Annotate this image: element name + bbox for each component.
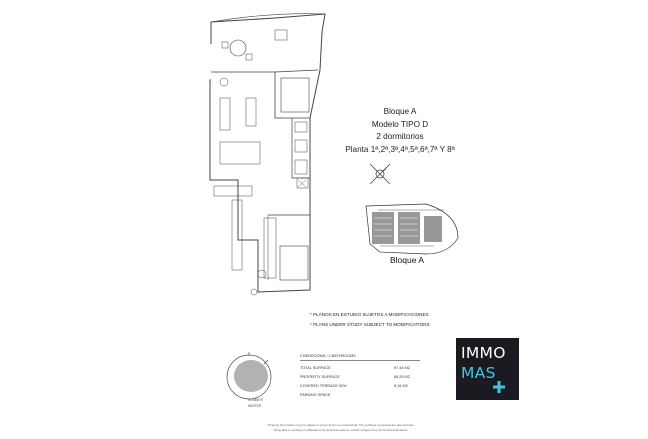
summary-label: TOTAL SURFACE [300,366,331,370]
summary-row: TOTAL SURFACE 97.44 M2 [300,366,420,370]
summary-value [394,393,420,397]
summary-label: PARKING SPACE [300,393,331,397]
summary-label: PROPERTY SURFACE [300,375,340,379]
compass-icon [369,163,391,185]
logo-line-1: IMMO [461,344,506,362]
title-line-2: Modelo TIPO D [371,119,429,129]
site-plan-label: Bloque A [390,255,425,265]
footer-line-1: Property information may be subject to e… [267,423,415,427]
footer-line-2: being able to undergo modifications by t… [273,427,409,432]
summer-label: SUMMER [248,398,264,402]
summary-label: COVERED TERRACE 50% [300,384,347,388]
title-line-3: 2 dormitorios [376,132,424,142]
sun-path-icon [226,352,272,400]
logo-line-2: MAS [461,364,496,382]
summary-header: 2 BEDROOMS / 2 BATHROOMS [300,354,420,361]
footer-disclaimer: Property information may be subject to e… [226,423,456,432]
notes: * PLANOS EN ESTUDIO SUJETOS A MODIFICACI… [310,310,430,329]
title-block: Bloque A Modelo TIPO D 2 dormitorios Pla… [330,106,470,156]
summary-value: 8.15 M2 [394,384,408,388]
floor-plan [209,13,326,296]
plus-icon [493,381,505,393]
summary-row: PARKING SPACE [300,393,420,397]
note-spanish: * PLANOS EN ESTUDIO SUJETOS A MODIFICACI… [310,312,429,317]
title-line-4: Planta 1ª,2ª,3ª,4ª,5ª,6ª,7ª Y 8ª [345,144,455,154]
winter-label: WINTER [248,403,262,408]
summary-value: 89.29 M2 [394,375,410,379]
summary-row: PROPERTY SURFACE 89.29 M2 [300,375,420,379]
sun-legend: SUMMER WINTER [248,398,263,409]
site-plan [365,203,459,255]
summary-row: COVERED TERRACE 50% 8.15 M2 [300,384,420,388]
note-english: * PLANS UNDER STUDY SUBJECT TO MODIFICAT… [310,321,430,327]
summary-value: 97.44 M2 [394,366,410,370]
title-line-1: Bloque A [383,107,417,116]
immomas-logo: IMMO MAS [456,338,519,400]
surface-summary: 2 BEDROOMS / 2 BATHROOMS TOTAL SURFACE 9… [300,354,420,402]
